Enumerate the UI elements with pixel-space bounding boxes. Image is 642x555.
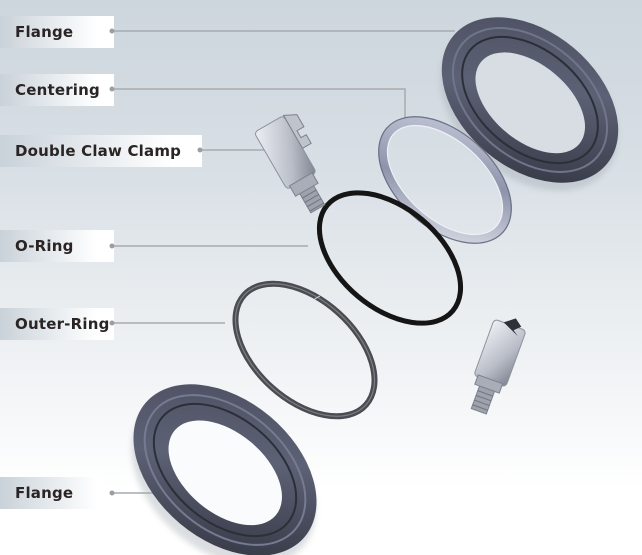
label-text: Double Claw Clamp	[15, 142, 182, 160]
label-flange-top: Flange	[0, 16, 114, 48]
label-double-claw-clamp: Double Claw Clamp	[0, 135, 202, 167]
flange-top-part	[440, 17, 619, 191]
leader-lines	[112, 30, 455, 494]
label-text: Outer-Ring	[15, 315, 110, 333]
clamp-upper-part	[255, 114, 326, 214]
o-ring-part	[316, 190, 464, 326]
leader-dots	[109, 28, 203, 496]
label-flange-bottom: Flange	[0, 477, 114, 509]
label-text: Centering	[15, 81, 100, 99]
outer-ring-part	[232, 280, 378, 420]
label-text: O-Ring	[15, 237, 74, 255]
label-outer-ring: Outer-Ring	[0, 308, 114, 340]
label-text: Flange	[15, 23, 74, 41]
clamp-lower-part	[470, 318, 526, 415]
flange-bottom-part	[131, 384, 317, 555]
label-o-ring: O-Ring	[0, 230, 114, 262]
label-text: Flange	[15, 484, 74, 502]
label-centering: Centering	[0, 74, 114, 106]
